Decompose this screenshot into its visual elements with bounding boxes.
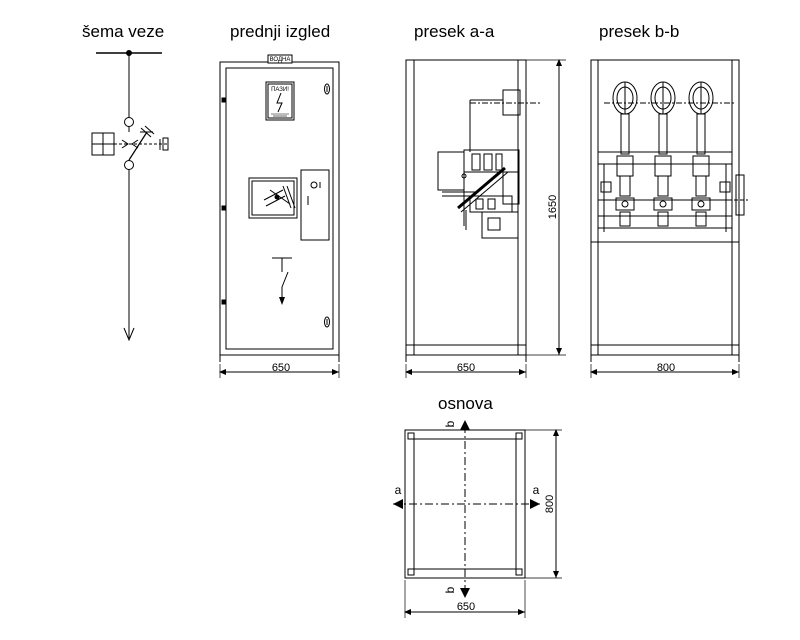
hinge-middle — [221, 205, 226, 211]
bushing-phase-1 — [612, 81, 638, 155]
plan-view: b b a a 800 650 — [393, 420, 562, 618]
section-marker-b-bottom — [460, 588, 470, 598]
height-value: 1650 — [547, 195, 559, 219]
title-plan: osnova — [438, 394, 493, 413]
section-marker-a-right — [530, 499, 540, 509]
single-line-diagram — [91, 50, 169, 342]
bushing-phase-3 — [688, 81, 714, 155]
disconnector-frame — [437, 151, 465, 191]
cabinet-outline — [219, 61, 340, 356]
plan-width-value: 650 — [457, 601, 475, 613]
title-section-a: presek a-a — [414, 22, 495, 41]
section-mark-b-top-label: b — [443, 420, 457, 427]
section-marker-a-left — [393, 499, 403, 509]
lightning-icon — [276, 92, 283, 113]
upper-frame-bar — [597, 151, 733, 165]
hinge-top — [221, 97, 226, 103]
door-label-plate — [267, 54, 293, 64]
pole-phase-1 — [615, 155, 635, 227]
warning-sign-title: ПАЗИ! — [271, 87, 289, 93]
earthing-handle — [162, 137, 169, 151]
section-a-view: 1650 650 — [405, 59, 566, 378]
door-panel — [225, 67, 334, 350]
pole-phase-3 — [691, 155, 711, 227]
side-mechanism — [735, 174, 745, 216]
switch-blade-a — [457, 166, 506, 210]
door-lock-top — [324, 83, 330, 95]
disconnector-contact-bottom — [124, 160, 134, 170]
section-mark-a-left-label: a — [395, 483, 402, 497]
operating-shaft-socket — [310, 181, 318, 189]
front-view: ВОДНА ПАЗИ! 650 — [219, 54, 340, 378]
mechanism-block — [502, 171, 520, 205]
title-sema-veze: šema veze — [82, 22, 165, 41]
bushing-phase-2 — [650, 81, 676, 155]
section-b-view: 800 — [590, 59, 748, 378]
warning-sign — [265, 81, 295, 121]
section-a-outline — [405, 59, 527, 356]
title-section-b: presek b-b — [599, 22, 680, 41]
section-mark-b-bottom-label: b — [443, 586, 457, 593]
section-marker-b-top — [460, 420, 470, 430]
plan-depth-value: 800 — [544, 495, 556, 513]
outgoing-arrow — [123, 327, 135, 342]
front-width-value: 650 — [272, 362, 290, 374]
upper-contact-block — [463, 149, 520, 173]
lower-frame-bar — [597, 199, 733, 217]
disconnector-contact-top — [124, 117, 134, 127]
earthing-switch — [481, 211, 519, 239]
section-mark-a-right-label: a — [533, 483, 540, 497]
title-front-view: prednji izgled — [230, 22, 331, 41]
door-label-text: ВОДНА — [270, 57, 291, 63]
inspection-window — [248, 177, 298, 219]
section-b-width-value: 800 — [657, 362, 675, 374]
mechanism-panel — [300, 169, 330, 241]
pole-phase-2 — [653, 155, 673, 227]
hinge-bottom — [221, 299, 226, 305]
mimic-switch-blade — [281, 271, 289, 288]
switch-blade — [128, 131, 148, 161]
section-b-outline — [590, 59, 740, 356]
section-a-width-value: 650 — [457, 362, 475, 374]
door-lock-bottom — [324, 316, 330, 328]
